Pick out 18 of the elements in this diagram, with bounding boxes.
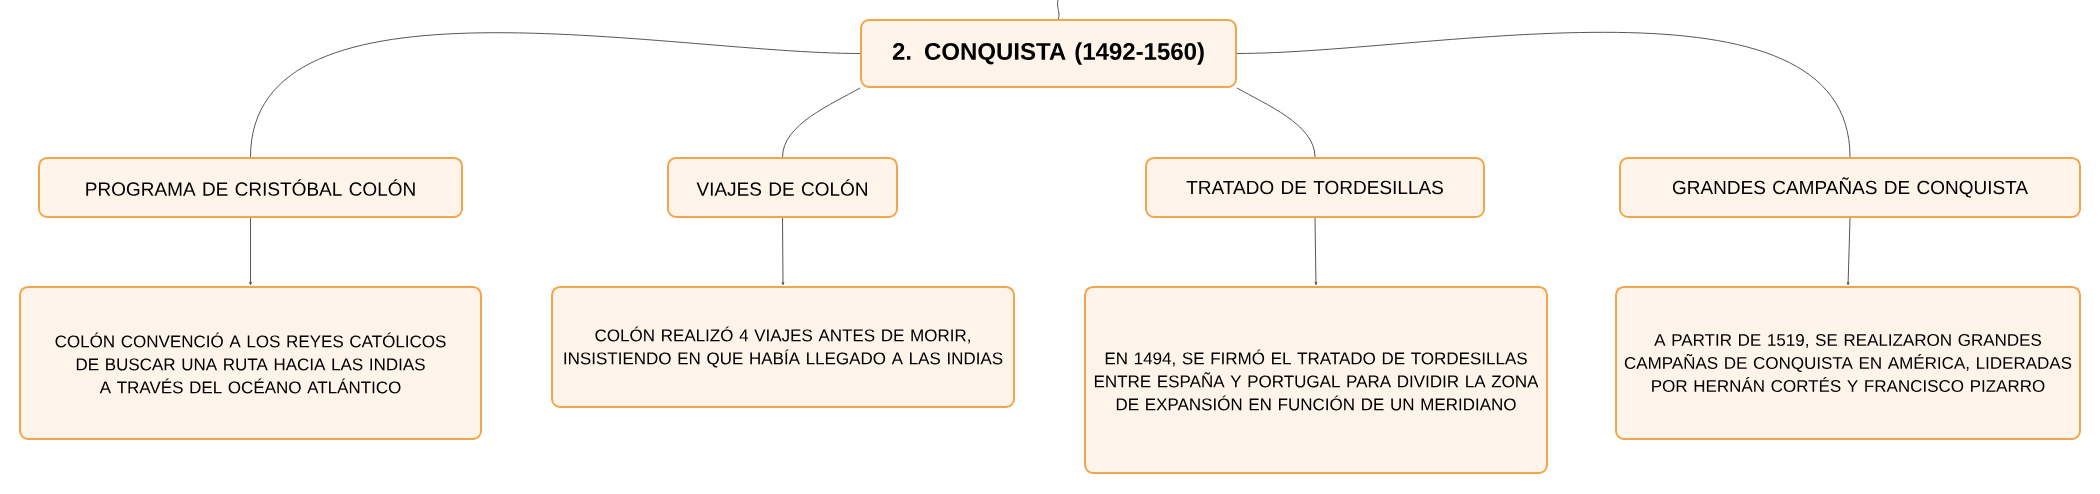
connector (1236, 31, 1851, 158)
connector (1314, 217, 1318, 286)
text-box: EN 1494, SE FIRMÓ EL TRATADO DE TORDESILLAS ENTRE ESPAÑA Y PORTUGAL PARA DIVIDIR LA ZONA DE EXPANSIÓN EN FUNCIÓN DE UN MERIDIANO (1084, 286, 1548, 474)
connector (250, 32, 861, 158)
connector (782, 87, 861, 158)
connector (1057, 0, 1060, 20)
text-box: COLÓN REALIZÓ 4 VIAJES ANTES DE MORIR, INSISTIENDO EN QUE HABÍA LLEGADO A LAS INDIAS (551, 286, 1015, 408)
subtopic-box: VIAJES DE COLÓN (667, 157, 898, 218)
connector (1846, 217, 1851, 286)
text-box: A PARTIR DE 1519, SE REALIZARON GRANDES CAMPAÑAS DE CONQUISTA EN AMÉRICA, LIDERADAS POR HERNÁN CORTÉS Y FRANCISCO PIZARRO (1615, 286, 2081, 440)
subtopic-box: GRANDES CAMPAÑAS DE CONQUISTA (1619, 157, 2081, 218)
text-box: COLÓN CONVENCIÓ A LOS REYES CATÓLICOS DE BUSCAR UNA RUTA HACIA LAS INDIAS A TRAVÉS DEL OCÉANO ATLÁNTICO (19, 286, 482, 440)
subtopic-box: TRATADO DE TORDESILLAS (1145, 157, 1485, 218)
connector (781, 217, 785, 286)
connector (249, 217, 252, 286)
subtopic-box: PROGRAMA DE CRISTÓBAL COLÓN (38, 157, 463, 218)
topic-box: 2. CONQUISTA (1492-1560) (860, 19, 1237, 88)
connector (1236, 87, 1316, 158)
